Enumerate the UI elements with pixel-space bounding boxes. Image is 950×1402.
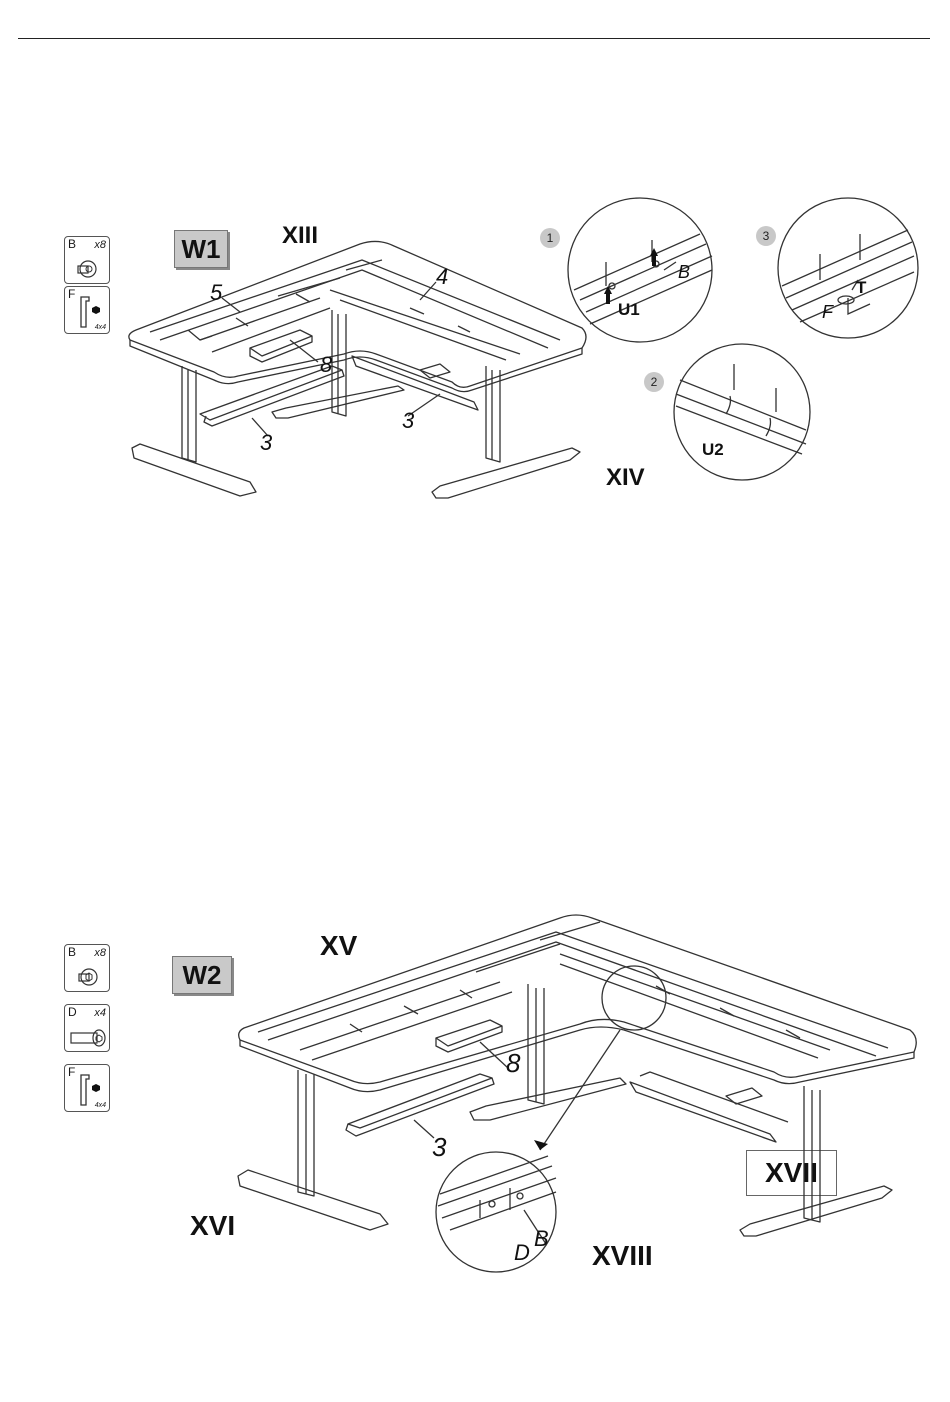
detail-label-f: F — [822, 302, 833, 323]
step-w2: B x8 D x4 F 4x4 W2 XV XVI XVII XVIII — [0, 900, 950, 1300]
detail-label-t: T — [856, 278, 866, 298]
detail-label-u1: U1 — [618, 300, 640, 320]
detail-label-u2: U2 — [702, 440, 724, 460]
desk-frame-diagram-step2 — [0, 900, 950, 1300]
detail-number-2: 2 — [644, 372, 664, 392]
step-w1: B x8 F 4x4 W1 XIII XIV — [0, 190, 950, 520]
part-number-3: 3 — [432, 1132, 446, 1163]
part-number-8: 8 — [506, 1048, 520, 1079]
detail-label-d: D — [514, 1240, 530, 1266]
header-rule — [18, 38, 930, 39]
detail-label-b: B — [678, 262, 690, 283]
detail-label-b: B — [534, 1226, 549, 1252]
detail-number-3: 3 — [756, 226, 776, 246]
detail-circles-step1 — [0, 190, 950, 520]
